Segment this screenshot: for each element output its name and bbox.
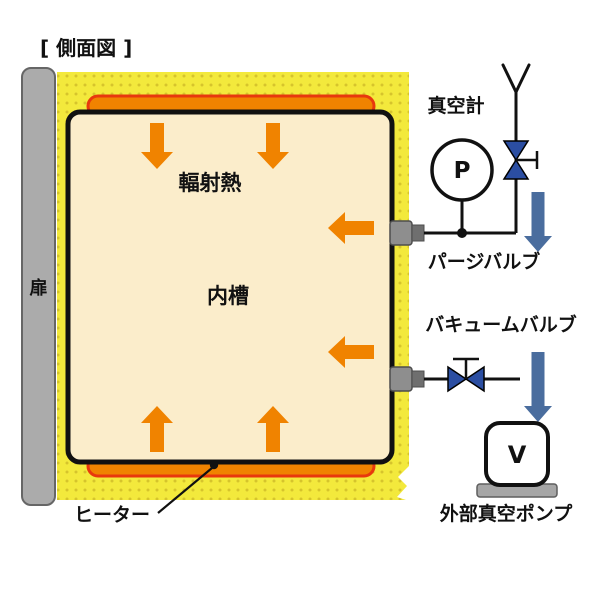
air-inlet-y	[501, 63, 531, 94]
inner-chamber	[65, 109, 395, 465]
door-panel	[21, 67, 56, 506]
inner-chamber-label: 内槽	[207, 284, 249, 308]
page-title: [ 側面図 ]	[40, 36, 132, 60]
purge-valve-label: パージバルブ	[428, 250, 540, 273]
door-label: 扉	[30, 277, 48, 299]
heater-label: ヒーター	[74, 504, 150, 526]
vacuum-line-assembly: バキュームバルブ V 外部真空ポンプ	[389, 313, 577, 525]
vacuum-valve-icon	[447, 357, 485, 393]
pipe-fitting-lower	[389, 366, 413, 392]
insulation-tear	[397, 466, 409, 501]
purge-valve-icon	[502, 140, 539, 180]
pipe-fitting-upper	[389, 220, 413, 246]
vacuum-gauge-label: 真空計	[427, 94, 484, 117]
vacuum-flow-arrow	[524, 352, 552, 422]
junction-dot	[457, 228, 467, 238]
vacuum-valve-label: バキュームバルブ	[425, 313, 576, 336]
external-pump-label: 外部真空ポンプ	[440, 502, 573, 525]
gauge-symbol: P	[454, 158, 471, 184]
door: 扉	[21, 67, 56, 506]
pump-symbol: V	[508, 441, 527, 469]
pump-body	[484, 421, 550, 487]
heater-pointer-line	[157, 467, 213, 514]
purge-line-assembly: P 真空計 パージバルブ	[389, 63, 552, 273]
vacuum-gauge-dial	[430, 138, 494, 202]
purge-flow-arrow	[524, 192, 552, 252]
heater-pointer-dot	[209, 460, 219, 470]
heater-callout: ヒーター	[74, 460, 219, 526]
radiant-heat-label: 輻射熱	[179, 171, 242, 195]
pipe-fitting-lower-tip	[411, 370, 425, 388]
pipe-fitting-upper-tip	[411, 224, 425, 242]
